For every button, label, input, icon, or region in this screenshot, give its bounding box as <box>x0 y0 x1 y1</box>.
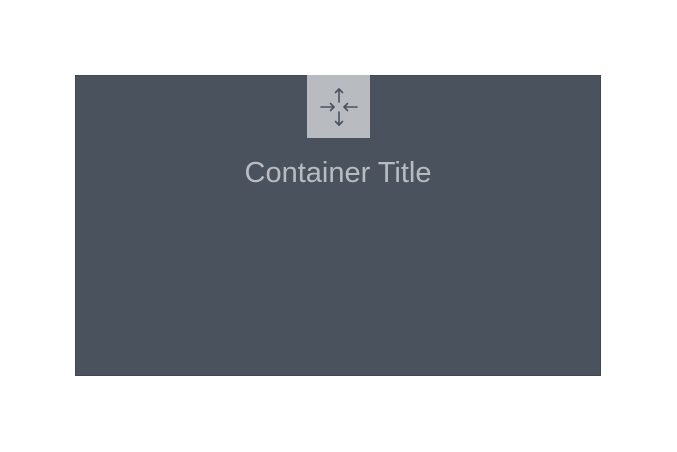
container-title: Container Title <box>244 157 432 189</box>
collapse-arrows-icon <box>319 87 358 126</box>
collapse-handle-button[interactable] <box>307 75 370 138</box>
container-panel[interactable]: Container Title <box>75 75 601 376</box>
